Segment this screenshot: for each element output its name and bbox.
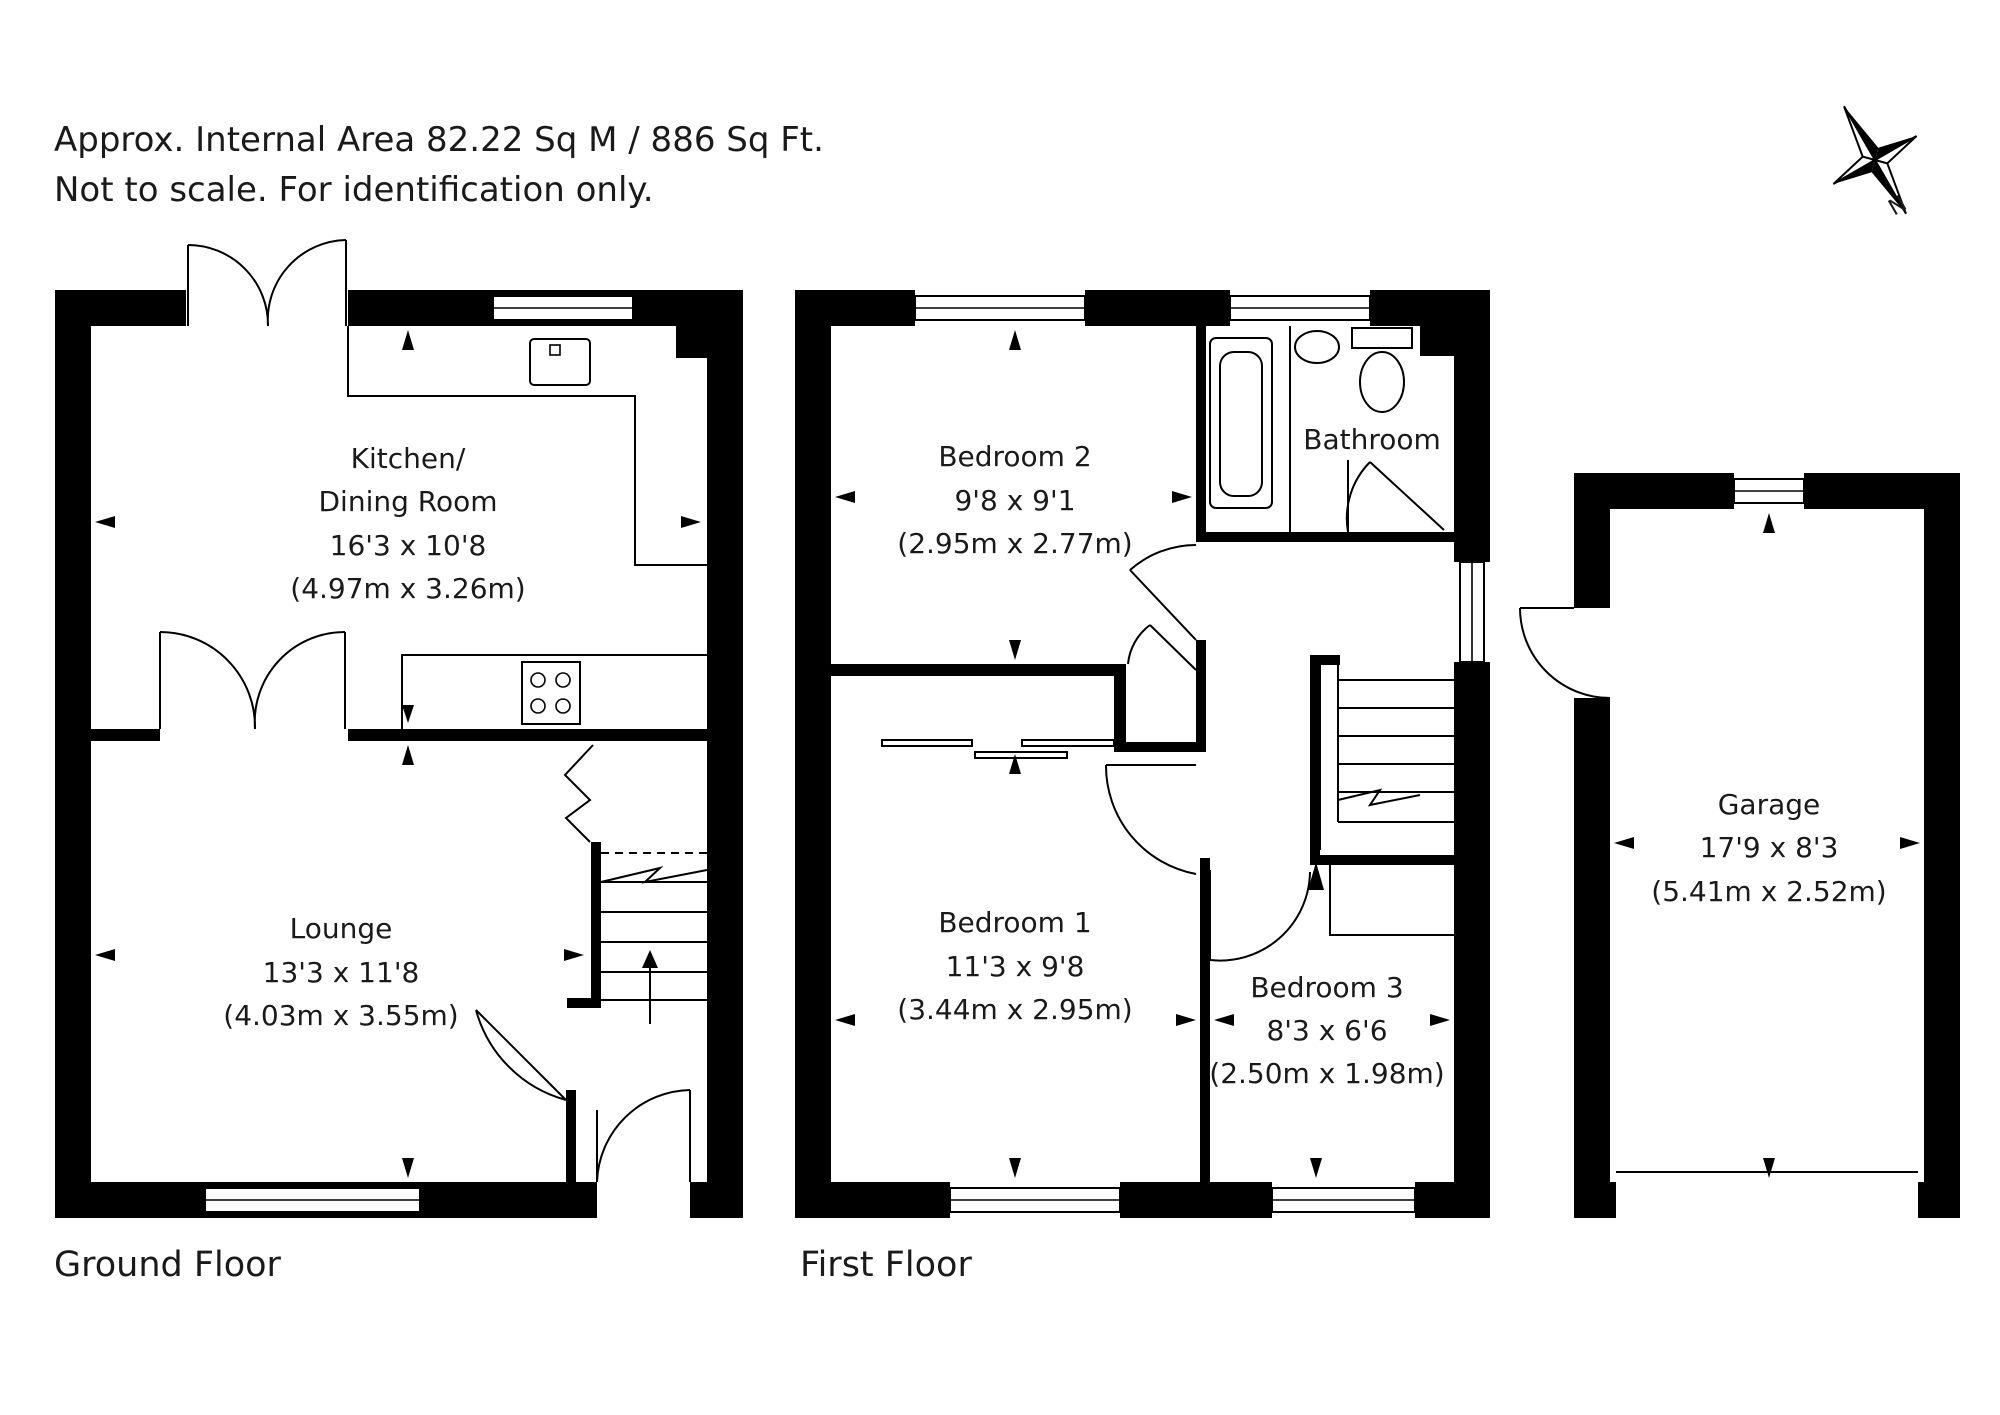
kitchen-label: Kitchen/ — [351, 442, 466, 475]
bedroom-2-dimensions-metric: (2.95m x 2.77m) — [897, 527, 1132, 560]
compass-rose-icon — [1832, 105, 1918, 215]
garage-plan: Garage 17'9 x 8'3 (5.41m x 2.52m) — [1519, 473, 1960, 1218]
garage-dimensions-metric: (5.41m x 2.52m) — [1651, 875, 1886, 908]
bedroom-3-dimensions-imperial: 8'3 x 6'6 — [1266, 1014, 1387, 1047]
bedroom-1-dimensions-metric: (3.44m x 2.95m) — [897, 993, 1132, 1026]
bedroom-2-dimensions-imperial: 9'8 x 9'1 — [954, 484, 1075, 517]
bedroom-3-dimensions-metric: (2.50m x 1.98m) — [1209, 1057, 1444, 1090]
first-floor-label: First Floor — [800, 1245, 972, 1285]
kitchen-dimensions-metric: (4.97m x 3.26m) — [290, 572, 525, 605]
bathroom-label: Bathroom — [1303, 423, 1441, 456]
lounge-dimensions-imperial: 13'3 x 11'8 — [263, 956, 420, 989]
garage-dimensions-imperial: 17'9 x 8'3 — [1700, 831, 1839, 864]
compass-north-label: N — [1885, 191, 1912, 221]
bedroom-3-label: Bedroom 3 — [1250, 971, 1403, 1004]
scale-disclaimer: Not to scale. For identification only. — [54, 170, 654, 210]
kitchen-label-line2: Dining Room — [318, 485, 497, 518]
garage-label: Garage — [1718, 788, 1821, 821]
bedroom-1-dimensions-imperial: 11'3 x 9'8 — [946, 950, 1085, 983]
ground-floor-label: Ground Floor — [54, 1245, 282, 1285]
bedroom-1-label: Bedroom 1 — [938, 906, 1091, 939]
area-summary: Approx. Internal Area 82.22 Sq M / 886 S… — [54, 120, 824, 160]
kitchen-dimensions-imperial: 16'3 x 10'8 — [330, 529, 487, 562]
ground-floor-plan: Kitchen/ Dining Room 16'3 x 10'8 (4.97m … — [55, 239, 743, 1218]
lounge-label: Lounge — [290, 912, 393, 945]
first-floor-plan: Bedroom 2 9'8 x 9'1 (2.95m x 2.77m) Bath… — [795, 290, 1490, 1218]
bedroom-2-label: Bedroom 2 — [938, 440, 1091, 473]
lounge-dimensions-metric: (4.03m x 3.55m) — [223, 999, 458, 1032]
